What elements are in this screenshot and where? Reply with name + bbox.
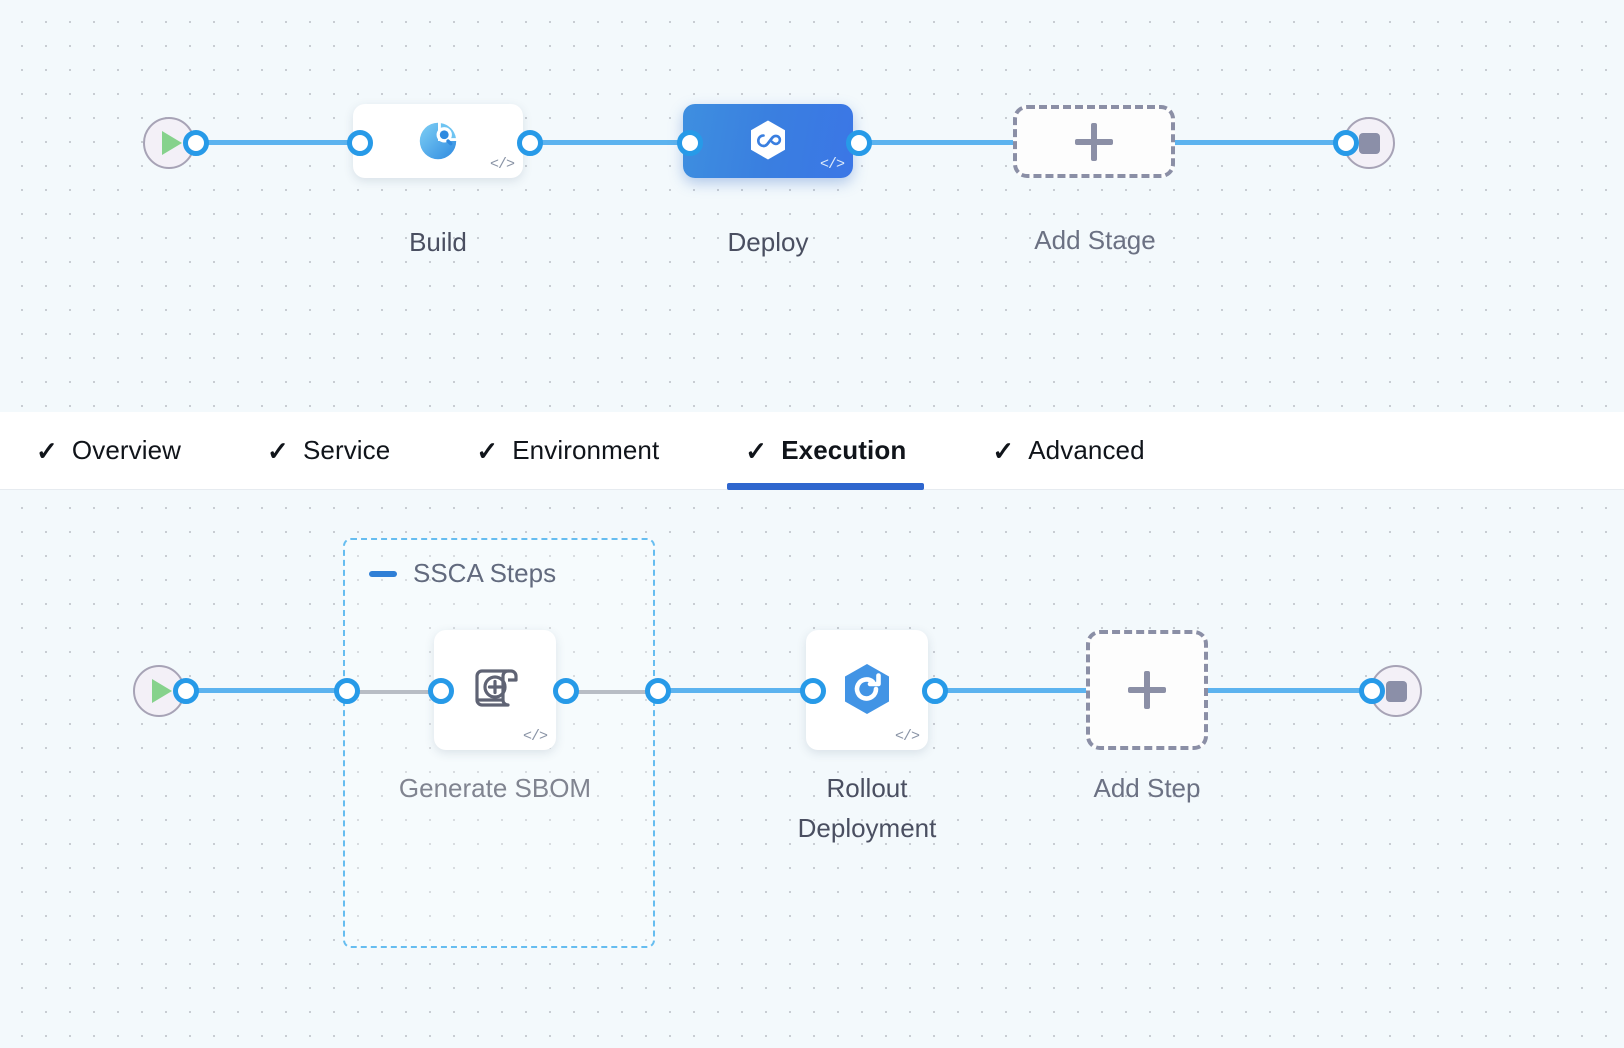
step-node-rollout-deployment[interactable]: </>	[806, 630, 928, 750]
tab-label: Environment	[512, 435, 660, 465]
edge-rollout-to-addstep	[925, 688, 1093, 693]
check-icon: ✓	[745, 435, 768, 466]
code-icon[interactable]: </>	[894, 728, 920, 745]
step-node-generate-sbom[interactable]: </>	[434, 630, 556, 750]
stop-icon	[1358, 132, 1380, 154]
tab-advanced[interactable]: ✓ Advanced	[974, 412, 1162, 490]
edge-addstage-to-end	[1160, 140, 1360, 145]
edge-build-to-deploy	[520, 140, 695, 145]
port-deploy-out[interactable]	[846, 130, 872, 156]
edge-start-to-build	[186, 140, 361, 145]
tab-label: Overview	[71, 435, 182, 465]
tab-execution[interactable]: ✓ Execution	[727, 412, 925, 490]
port-exec-end-in[interactable]	[1359, 678, 1385, 704]
harness-hexagon-icon	[683, 104, 853, 178]
check-icon: ✓	[36, 435, 58, 466]
plus-icon	[1075, 122, 1113, 161]
step-label-line1: Rollout	[826, 773, 908, 803]
stage-canvas[interactable]: </> Build </> Deploy Add Stage	[0, 0, 1624, 412]
stage-label-deploy: Deploy	[727, 227, 809, 257]
tab-label: Execution	[781, 435, 907, 465]
tab-list: ✓Overview✓Service✓Environment✓Execution✓…	[0, 412, 1163, 490]
execution-canvas[interactable]: SSCA Steps </>	[0, 490, 1624, 1048]
plus-icon	[1128, 671, 1166, 709]
port-build-in[interactable]	[347, 130, 373, 156]
add-step-label: Add Step	[1093, 773, 1201, 803]
add-step-button[interactable]	[1086, 630, 1208, 750]
stage-node-build[interactable]: </>	[353, 104, 523, 178]
step-label-line2: Deployment	[797, 813, 937, 844]
code-icon[interactable]: </>	[489, 156, 515, 173]
tab-overview[interactable]: ✓ Overview	[18, 412, 199, 490]
port-group-out[interactable]	[645, 678, 671, 704]
check-icon: ✓	[476, 435, 499, 466]
port-build-out[interactable]	[517, 130, 543, 156]
code-icon[interactable]: </>	[819, 156, 845, 173]
port-sbom-out[interactable]	[553, 678, 579, 704]
code-icon[interactable]: </>	[522, 728, 548, 745]
tab-service[interactable]: ✓ Service	[249, 412, 408, 490]
port-end-in[interactable]	[1333, 130, 1359, 156]
add-stage-button[interactable]	[1013, 105, 1175, 178]
port-rollout-out[interactable]	[922, 678, 948, 704]
port-rollout-in[interactable]	[800, 678, 826, 704]
port-sbom-in[interactable]	[428, 678, 454, 704]
collapse-minus-icon[interactable]	[369, 570, 397, 577]
edge-group-to-rollout	[648, 688, 818, 693]
check-icon: ✓	[992, 435, 1015, 466]
port-deploy-in[interactable]	[677, 130, 703, 156]
step-group-label: SSCA Steps	[413, 558, 557, 588]
edge-sbom-to-group-out	[556, 690, 652, 694]
stage-config-tabbar: ✓Overview✓Service✓Environment✓Execution✓…	[0, 412, 1624, 490]
sbom-scroll-icon	[434, 630, 556, 750]
stage-label-build: Build	[409, 227, 467, 257]
port-group-in[interactable]	[334, 678, 360, 704]
edge-deploy-to-addstage	[849, 140, 1029, 145]
step-label-generate-sbom: Generate SBOM	[398, 773, 592, 803]
edge-start-to-group	[176, 688, 352, 693]
stage-node-deploy[interactable]: </>	[683, 104, 853, 178]
build-pie-icon	[353, 104, 523, 178]
port-start-out[interactable]	[183, 130, 209, 156]
check-icon: ✓	[267, 435, 289, 466]
tab-label: Service	[302, 435, 391, 465]
rollout-hexagon-icon	[806, 630, 928, 750]
play-icon	[151, 679, 172, 703]
tab-environment[interactable]: ✓ Environment	[458, 412, 677, 490]
step-label-rollout-deployment: Rollout Deployment	[757, 768, 977, 849]
tab-label: Advanced	[1028, 435, 1145, 465]
port-exec-start-out[interactable]	[173, 678, 199, 704]
step-group-header[interactable]: SSCA Steps	[369, 558, 556, 589]
pipeline-end-node[interactable]	[1343, 117, 1395, 169]
edge-addstep-to-end	[1205, 688, 1375, 693]
add-stage-label: Add Stage	[1034, 225, 1156, 255]
edge-group-in-to-sbom	[350, 690, 438, 694]
stop-icon	[1385, 680, 1407, 702]
play-icon	[161, 131, 182, 155]
